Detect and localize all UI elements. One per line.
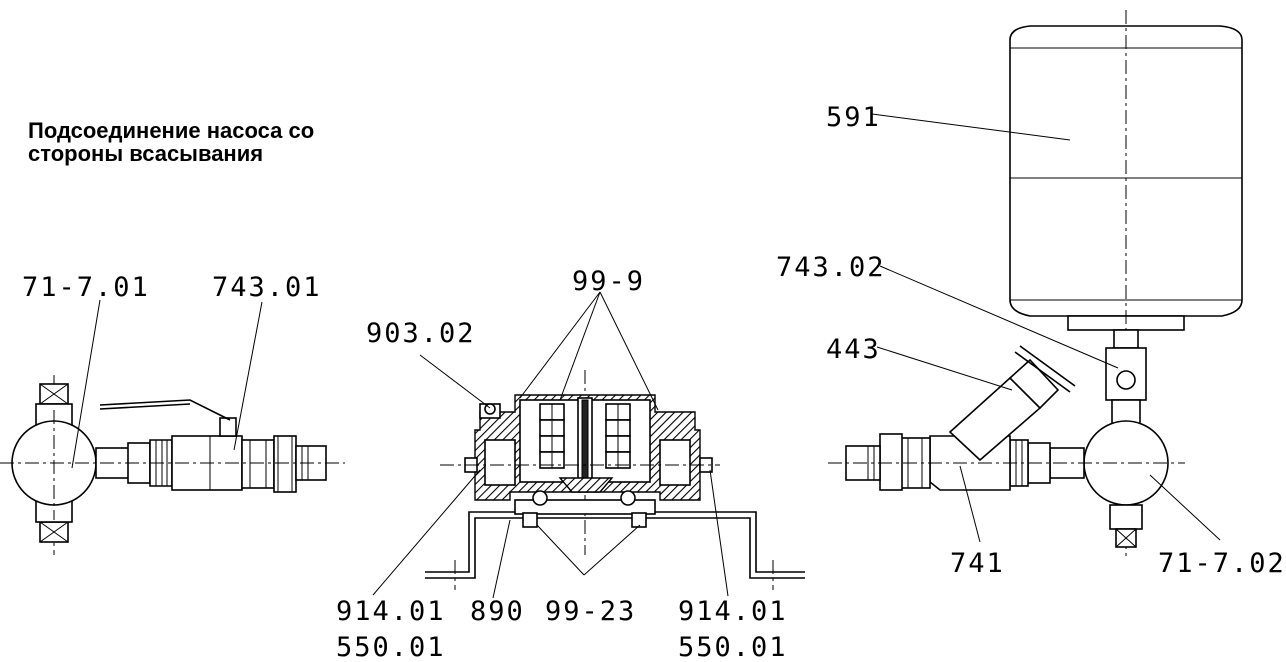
pump-assembly [372, 291, 805, 599]
title-line-2: стороны всасывания [28, 141, 264, 166]
diagram-title: Подсоединение насоса со стороны всасыван… [28, 119, 314, 165]
label-99-23: 99-23 [545, 596, 636, 627]
label-914-01-right: 914.01 [678, 596, 788, 627]
part-labels: 71-7.01 743.01 99-9 903.02 914.01 550.01… [22, 102, 1286, 662]
label-914-01-left: 914.01 [336, 596, 446, 627]
label-550-01-right: 550.01 [678, 632, 788, 662]
label-71-7-02: 71-7.02 [1158, 548, 1286, 579]
label-903-02: 903.02 [366, 318, 476, 349]
title-line-1: Подсоединение насоса со [28, 118, 315, 143]
label-71-7-01: 71-7.01 [22, 272, 150, 303]
label-99-9: 99-9 [572, 266, 645, 297]
label-743-01: 743.01 [212, 272, 322, 303]
label-591: 591 [826, 102, 881, 133]
label-550-01-left: 550.01 [336, 632, 446, 662]
left-assembly [0, 299, 345, 555]
label-743-02: 743.02 [776, 252, 886, 283]
label-890: 890 [470, 596, 525, 627]
label-443: 443 [826, 334, 881, 365]
label-741: 741 [950, 548, 1005, 579]
tank-assembly [828, 10, 1243, 560]
